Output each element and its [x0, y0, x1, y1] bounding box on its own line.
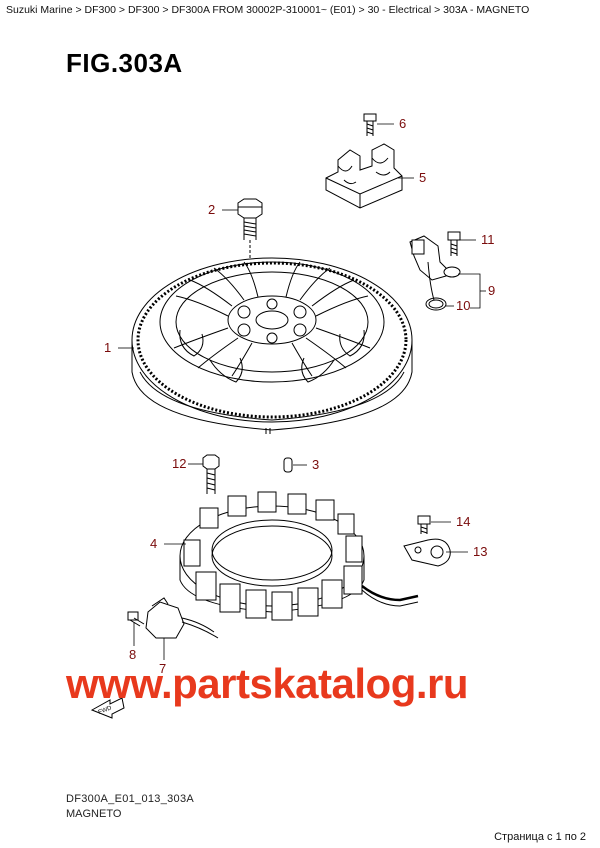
part-2-bolt [237, 198, 263, 262]
figure-title: FIG.303A [66, 48, 183, 78]
part-3-pin [283, 457, 293, 473]
part-10-oring [425, 297, 447, 311]
fwd-label: FWD [98, 705, 114, 716]
part-5-clamp [325, 143, 403, 209]
callout-3: 3 [312, 457, 319, 472]
callout-9: 9 [488, 283, 495, 298]
callout-1: 1 [104, 340, 111, 355]
part-12-bolt [202, 454, 220, 494]
part-4-stator [179, 491, 419, 621]
part-1-flywheel [131, 257, 413, 434]
part-13-clamp [403, 538, 451, 567]
watermark: www.partskatalog.ru [65, 660, 468, 707]
callout-10: 10 [456, 298, 470, 313]
drawing-name: MAGNETO [66, 808, 122, 820]
callout-4: 4 [150, 536, 157, 551]
part-7-sensor [145, 597, 219, 639]
callout-2: 2 [208, 202, 215, 217]
callout-13: 13 [473, 544, 487, 559]
page-indicator: Страница с 1 по 2 [494, 831, 586, 843]
callout-7: 7 [159, 661, 166, 676]
breadcrumb: Suzuki Marine > DF300 > DF300 > DF300A F… [6, 4, 530, 16]
callout-12: 12 [172, 456, 186, 471]
callout-11: 11 [481, 232, 495, 247]
callout-5: 5 [419, 170, 426, 185]
callout-14: 14 [456, 514, 470, 529]
fwd-arrow-icon [90, 697, 125, 719]
part-14-bolt [417, 515, 431, 534]
drawing-code: DF300A_E01_013_303A [66, 793, 195, 805]
part-11-bolt [447, 231, 461, 256]
part-8-screw [127, 611, 145, 627]
callout-6: 6 [399, 116, 406, 131]
part-6-bolt [363, 113, 377, 136]
callout-8: 8 [129, 647, 136, 662]
part-9-sensor [409, 235, 461, 301]
